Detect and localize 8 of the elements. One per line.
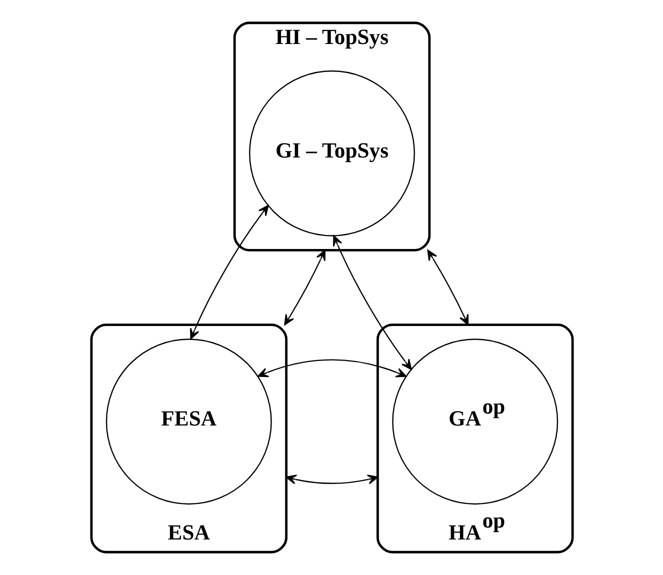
arrow — [426, 250, 468, 326]
arrow — [190, 204, 268, 340]
arrow — [332, 235, 412, 370]
arrow — [285, 474, 378, 484]
arrow — [257, 359, 406, 378]
node-circle: GI – TopSys — [248, 70, 414, 236]
node-circle: FESA — [105, 338, 272, 505]
arrow — [284, 250, 325, 326]
